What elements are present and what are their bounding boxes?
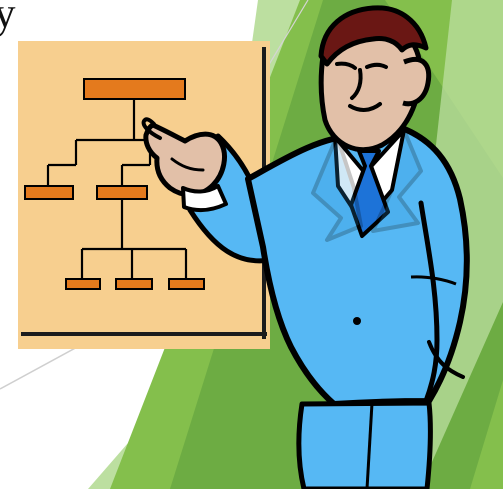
pant-crease — [365, 402, 374, 489]
partial-title-text: y — [0, 0, 16, 37]
nose — [350, 68, 363, 100]
right-arm — [418, 200, 440, 404]
presenter-man — [141, 5, 470, 489]
hair — [318, 5, 429, 67]
jacket-pocket — [410, 275, 457, 286]
pants — [296, 400, 433, 489]
org-chart-icon — [24, 78, 205, 290]
cuff — [181, 184, 228, 213]
left-eye — [335, 61, 357, 70]
hand-fold — [170, 157, 205, 172]
left-lapel — [311, 134, 363, 242]
mouth — [348, 102, 382, 112]
org-chart-boxes — [24, 78, 205, 290]
hand-in-pocket — [427, 340, 465, 379]
pointing-finger — [141, 117, 162, 140]
necktie — [349, 149, 390, 238]
jacket-button — [353, 317, 361, 325]
ear — [402, 57, 432, 107]
right-lapel — [371, 128, 423, 233]
right-eye — [365, 62, 388, 69]
